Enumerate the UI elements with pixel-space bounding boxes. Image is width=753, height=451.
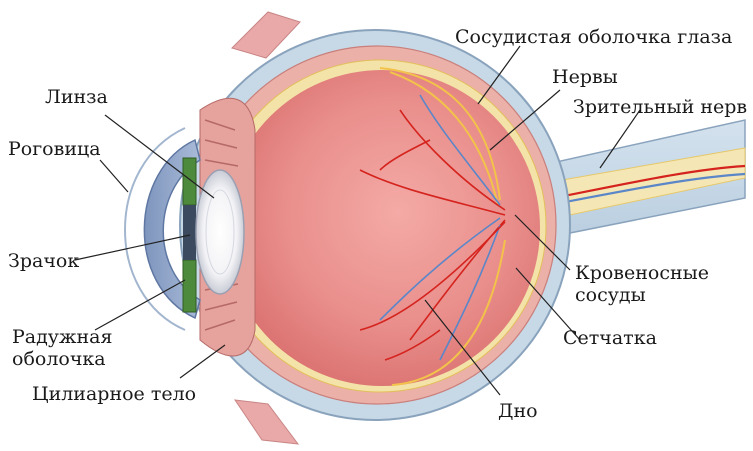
lens bbox=[196, 170, 244, 294]
label-retina: Сетчатка bbox=[563, 327, 657, 349]
eye-muscle-bottom bbox=[235, 400, 298, 444]
label-iris: Радужная оболочка bbox=[12, 326, 132, 370]
label-fundus: Дно bbox=[498, 400, 538, 422]
label-nerves: Нервы bbox=[552, 66, 618, 88]
pupil-opening bbox=[183, 205, 196, 260]
label-blood-vessels: Кровеносные сосуды bbox=[575, 262, 715, 306]
label-lens: Линза bbox=[45, 86, 108, 108]
label-cornea: Роговица bbox=[8, 138, 101, 160]
label-pupil: Зрачок bbox=[8, 250, 79, 272]
vitreous-body bbox=[224, 70, 540, 386]
label-optic-nerve: Зрительный нерв bbox=[573, 96, 747, 118]
label-ciliary-body: Цилиарное тело bbox=[32, 383, 196, 405]
label-choroid: Сосудистая оболочка глаза bbox=[455, 26, 732, 48]
